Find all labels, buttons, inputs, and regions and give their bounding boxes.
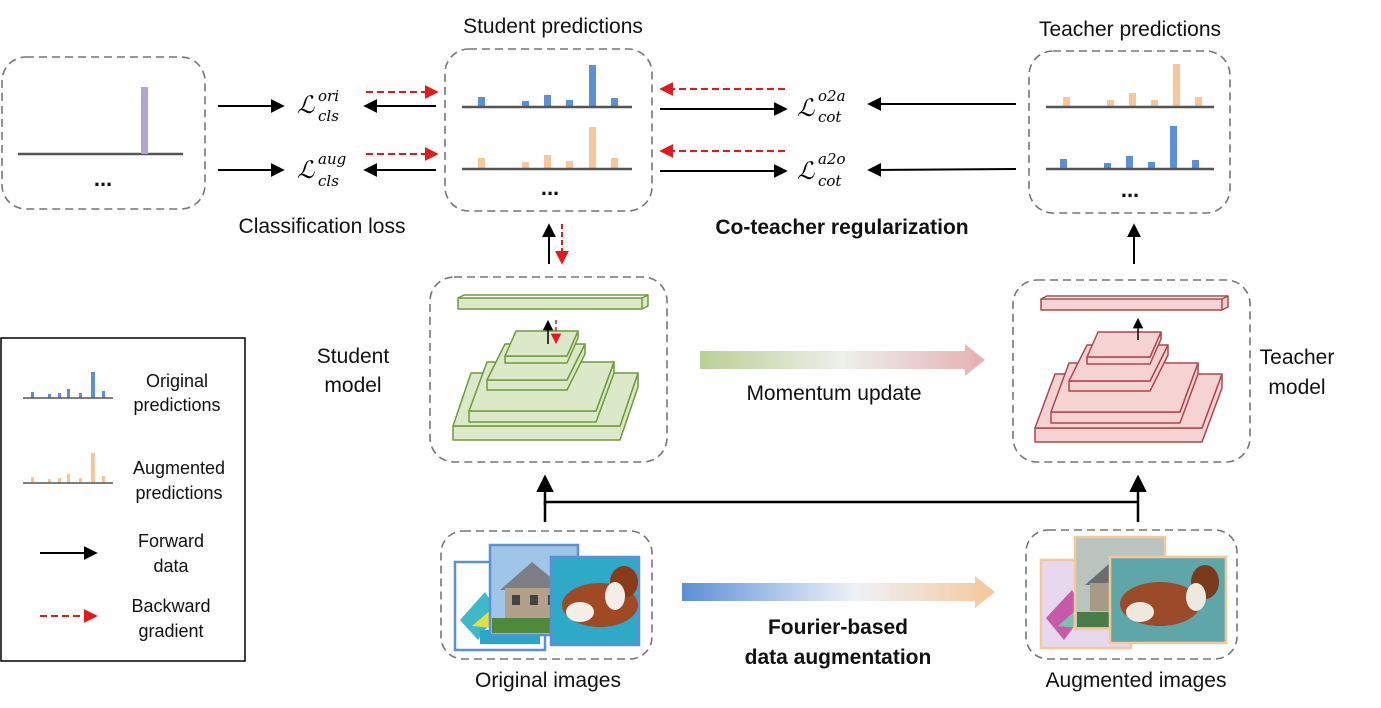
fourier-augmentation-arrow (682, 576, 995, 608)
legend-backward-gradient: Backward gradient (40, 596, 211, 641)
teacher-model-label-line2: model (1268, 376, 1325, 399)
legend-augmented-label-line1: Augmented (133, 458, 225, 478)
bar (478, 97, 485, 107)
legend-original-label-line1: Original (146, 371, 208, 391)
augmented-image-dog (1108, 555, 1228, 645)
svg-text:cot: cot (818, 108, 842, 126)
svg-text:cls: cls (318, 107, 339, 125)
original-images-label: Original images (475, 669, 621, 692)
legend-forward-data: Forward data (40, 531, 204, 576)
legend-original-predictions: Original predictions (23, 371, 221, 415)
bar (1195, 97, 1202, 107)
svg-text:aug: aug (318, 150, 346, 168)
loss-cot-a2o: ℒ a2o cot (797, 150, 846, 190)
legend-backward-label-line2: gradient (138, 621, 203, 641)
ground-truth-box (1, 56, 206, 210)
legend-box (0, 337, 246, 662)
bar (522, 101, 529, 107)
bar (611, 158, 618, 169)
student-predictions-ellipsis: ... (541, 175, 559, 200)
bar (1060, 159, 1067, 169)
student-predictions-title: Student predictions (463, 15, 643, 38)
student-model-label-line2: model (324, 374, 381, 397)
student-model-label-line1: Student (317, 345, 390, 368)
loss-cls-aug: ℒ aug cls (297, 150, 346, 190)
svg-text:ℒ: ℒ (297, 91, 315, 119)
ground-truth-ellipsis: ... (94, 166, 112, 191)
student-model-network (452, 294, 649, 441)
classification-loss-label: Classification loss (239, 215, 406, 238)
loss-cot-o2a: ℒ o2a cot (797, 87, 846, 126)
forward-arrow-teacher-to-a2o (867, 162, 1017, 177)
legend-augmented-predictions: Augmented predictions (23, 453, 225, 503)
svg-text:cls: cls (318, 172, 339, 190)
original-images-stack (453, 543, 641, 652)
bar (1104, 163, 1111, 169)
svg-text:o2a: o2a (818, 87, 846, 105)
bar (544, 155, 551, 169)
fourier-augmentation-label-line1: Fourier-based (768, 616, 908, 639)
teacher-model-network (1034, 295, 1229, 443)
svg-text:ℒ: ℒ (797, 157, 815, 185)
svg-text:a2o: a2o (818, 150, 846, 168)
forward-path-original-images (543, 500, 1138, 522)
teacher-model-box (1012, 279, 1251, 463)
student-original-bars (478, 65, 618, 107)
svg-text:cot: cot (818, 172, 842, 190)
bar (589, 127, 596, 169)
bar (611, 98, 618, 107)
legend-original-label-line2: predictions (133, 395, 220, 415)
svg-text:ℒ: ℒ (797, 94, 815, 122)
svg-text:ℒ: ℒ (297, 156, 315, 184)
bar (566, 100, 573, 107)
bar (1063, 97, 1070, 107)
bar (1129, 93, 1136, 107)
bar (1192, 160, 1199, 169)
teacher-predictions-title: Teacher predictions (1039, 18, 1221, 41)
teacher-original-bars (1060, 126, 1199, 169)
momentum-update-label: Momentum update (746, 382, 921, 405)
fourier-augmentation-label-line2: data augmentation (745, 646, 932, 669)
legend-backward-label-line1: Backward (131, 596, 210, 616)
bar (589, 65, 596, 107)
teacher-predictions-ellipsis: ... (1121, 177, 1139, 202)
bar (1173, 64, 1180, 107)
svg-text:ori: ori (318, 87, 339, 105)
bar (1148, 162, 1155, 169)
bar (566, 161, 573, 169)
ground-truth-bar (141, 87, 148, 154)
co-teacher-regularization-label: Co-teacher regularization (715, 216, 968, 239)
bar (544, 95, 551, 107)
bar (1170, 126, 1177, 169)
augmented-images-stack (1039, 535, 1228, 650)
student-predictions-box (444, 48, 653, 212)
loss-cls-ori: ℒ ori cls (297, 87, 339, 125)
teacher-predictions-box (1028, 50, 1231, 214)
augmented-images-box (1025, 529, 1238, 660)
bar (1107, 100, 1114, 107)
original-image-dog (549, 555, 641, 647)
bar (478, 158, 485, 169)
legend-augmented-bars (31, 453, 105, 483)
legend-forward-label-line2: data (153, 556, 189, 576)
student-model-box (429, 276, 668, 463)
bar (1151, 100, 1158, 107)
teacher-model-label-line1: Teacher (1260, 346, 1335, 369)
legend-original-bars (31, 372, 105, 398)
bar (522, 162, 529, 169)
legend-forward-label-line1: Forward (138, 531, 204, 551)
augmented-images-label: Augmented images (1046, 669, 1227, 692)
legend-augmented-label-line2: predictions (135, 483, 222, 503)
momentum-update-arrow (700, 344, 985, 376)
original-images-box (440, 530, 653, 660)
student-augmented-bars (478, 127, 618, 169)
bar (1126, 156, 1133, 169)
teacher-augmented-bars (1063, 64, 1202, 107)
